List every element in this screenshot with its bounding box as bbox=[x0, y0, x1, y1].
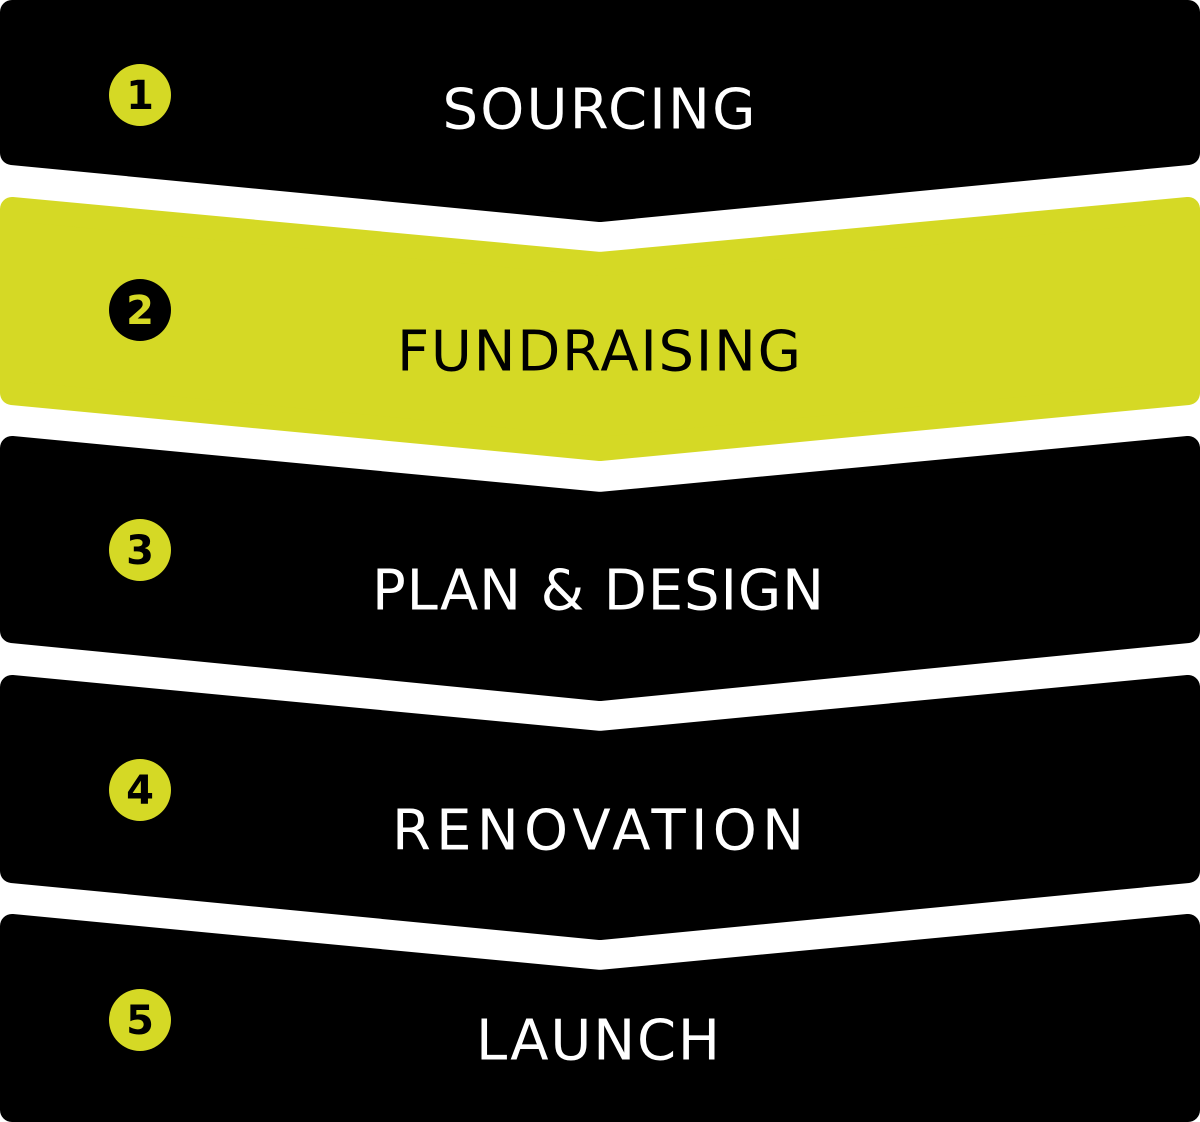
step-5-chevron bbox=[0, 914, 1200, 1122]
step-1-chevron bbox=[0, 0, 1200, 222]
step-4-number: 4 bbox=[126, 768, 154, 814]
step-2: 2 FUNDRAISING bbox=[0, 197, 1200, 461]
step-4-label: RENOVATION bbox=[392, 799, 808, 864]
step-4-chevron bbox=[0, 675, 1200, 940]
step-1-label: SOURCING bbox=[443, 78, 760, 143]
step-4: 4 RENOVATION bbox=[0, 675, 1200, 940]
step-2-number: 2 bbox=[126, 288, 154, 334]
step-2-number-badge bbox=[109, 279, 171, 341]
step-3-label: PLAN & DESIGN bbox=[372, 559, 828, 624]
step-2-label: FUNDRAISING bbox=[397, 320, 805, 385]
step-5-number-badge bbox=[109, 989, 171, 1051]
step-3-chevron bbox=[0, 436, 1200, 701]
step-1: 1 SOURCING bbox=[0, 0, 1200, 222]
step-3-number-badge bbox=[109, 519, 171, 581]
step-4-number-badge bbox=[109, 759, 171, 821]
step-3-number: 3 bbox=[126, 528, 154, 574]
step-5-number: 5 bbox=[126, 998, 154, 1044]
step-1-number-badge bbox=[109, 64, 171, 126]
step-1-number: 1 bbox=[126, 73, 154, 119]
step-5: 5 LAUNCH bbox=[0, 914, 1200, 1122]
step-2-chevron bbox=[0, 197, 1200, 461]
step-5-label: LAUNCH bbox=[476, 1009, 724, 1074]
step-3: 3 PLAN & DESIGN bbox=[0, 436, 1200, 701]
